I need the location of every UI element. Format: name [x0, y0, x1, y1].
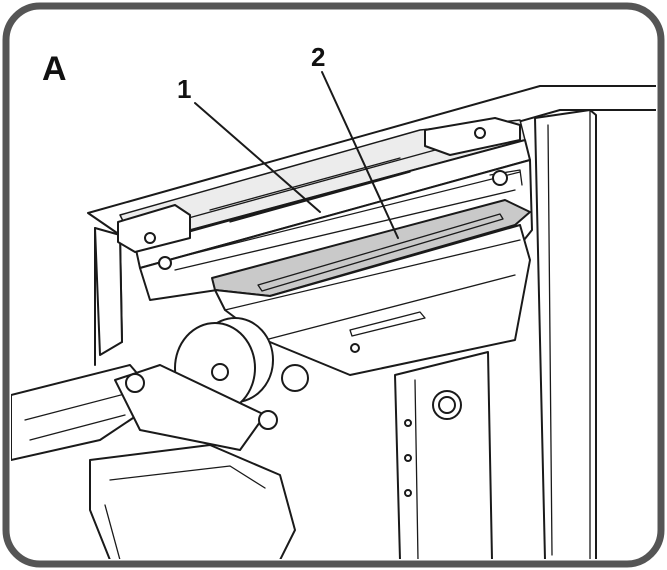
front-column-edge [414, 379, 419, 559]
bracket-left [117, 204, 191, 253]
callout-1-leader [194, 102, 321, 213]
column-hole-large-inner [438, 396, 456, 414]
front-column [394, 351, 493, 559]
left-housing [94, 227, 123, 356]
bottom-bracket [89, 444, 296, 559]
lever-arm [114, 364, 266, 451]
right-frame-inner [547, 109, 591, 559]
column-hole-1 [404, 419, 412, 427]
bottom-bracket-inner [104, 465, 266, 559]
lever-pivot-1 [125, 373, 145, 393]
lower-screw [350, 343, 360, 353]
callout-1-label: 1 [177, 74, 191, 104]
carriage-screw-1 [158, 256, 172, 270]
lever-pivot-2 [258, 410, 278, 430]
carriage [139, 159, 533, 301]
bracket-right-hole [474, 127, 486, 139]
printhead-slot [257, 213, 504, 292]
panel-label: A [42, 50, 67, 88]
bracket-left-hole [144, 232, 156, 244]
printer-mechanism-illustration [11, 85, 656, 559]
callout-2-leader [321, 71, 399, 239]
column-hole-3 [404, 489, 412, 497]
base-lines [24, 389, 141, 441]
carriage-screw-2 [492, 170, 508, 186]
side-knob [281, 364, 309, 392]
column-hole-2 [404, 454, 412, 462]
roller-hub [211, 363, 229, 381]
callout-2-label: 2 [311, 42, 325, 72]
right-frame [534, 109, 597, 559]
rail-lines [144, 127, 516, 241]
bracket-right [424, 117, 521, 156]
lower-support-lines [224, 239, 521, 341]
